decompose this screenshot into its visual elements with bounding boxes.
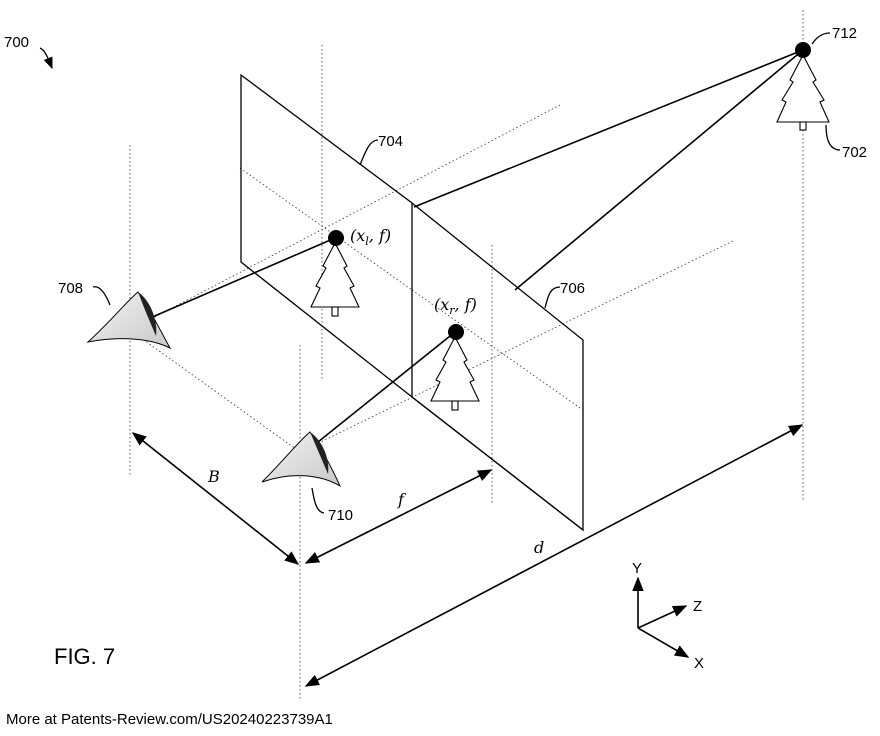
baseline-label: B	[207, 467, 220, 486]
axis-z-label: Z	[693, 598, 702, 615]
leader-702	[825, 124, 841, 151]
label-704: 704	[378, 133, 403, 150]
axis-y-label: Y	[632, 560, 642, 577]
label-700: 700	[4, 34, 29, 51]
right-image-plane	[411, 202, 584, 532]
ray-target-to-left	[413, 49, 804, 208]
left-image-point-label: (xl, f)	[350, 226, 391, 248]
leader-704	[359, 139, 379, 166]
depth-arrow	[304, 424, 804, 687]
left-optical-axis	[129, 104, 561, 331]
left-image-tree-icon	[310, 241, 360, 317]
target-tree-icon	[776, 53, 830, 131]
axis-x-arrow	[637, 627, 690, 658]
left-camera-icon	[86, 291, 172, 350]
ray-right-camera	[317, 331, 456, 443]
label-702: 702	[842, 144, 867, 161]
axis-z-arrow	[637, 605, 688, 629]
right-plane-horizontal-dotted	[411, 289, 584, 411]
left-image-point-dot	[328, 230, 344, 246]
leader-708	[92, 286, 111, 306]
right-image-tree-icon	[430, 335, 480, 411]
ray-left-camera	[149, 237, 336, 319]
baseline-arrow	[131, 432, 300, 565]
label-712: 712	[832, 25, 857, 42]
ray-target-to-right	[514, 49, 804, 291]
leader-710	[311, 487, 325, 514]
plane-bottom-edge	[411, 396, 584, 531]
right-image-point-label: (xr, f)	[434, 295, 477, 317]
baseline-dotted	[129, 329, 301, 453]
label-706: 706	[560, 280, 585, 297]
figure-title: FIG. 7	[54, 644, 115, 669]
leader-712	[811, 32, 831, 45]
left-plane-horizontal-dotted	[239, 167, 413, 291]
focal-length-label: f	[397, 490, 407, 509]
leader-706	[544, 286, 561, 309]
footer-link[interactable]: More at Patents-Review.com/US20240223739…	[6, 711, 333, 728]
label-710: 710	[328, 507, 353, 524]
leader-700	[39, 47, 53, 70]
depth-label: d	[534, 538, 544, 557]
target-point-dot	[795, 42, 811, 58]
right-camera-icon	[261, 431, 342, 488]
right-optical-axis	[299, 239, 736, 453]
label-708: 708	[58, 280, 83, 297]
right-image-point-dot	[448, 324, 464, 340]
axis-x-label: X	[694, 655, 704, 672]
